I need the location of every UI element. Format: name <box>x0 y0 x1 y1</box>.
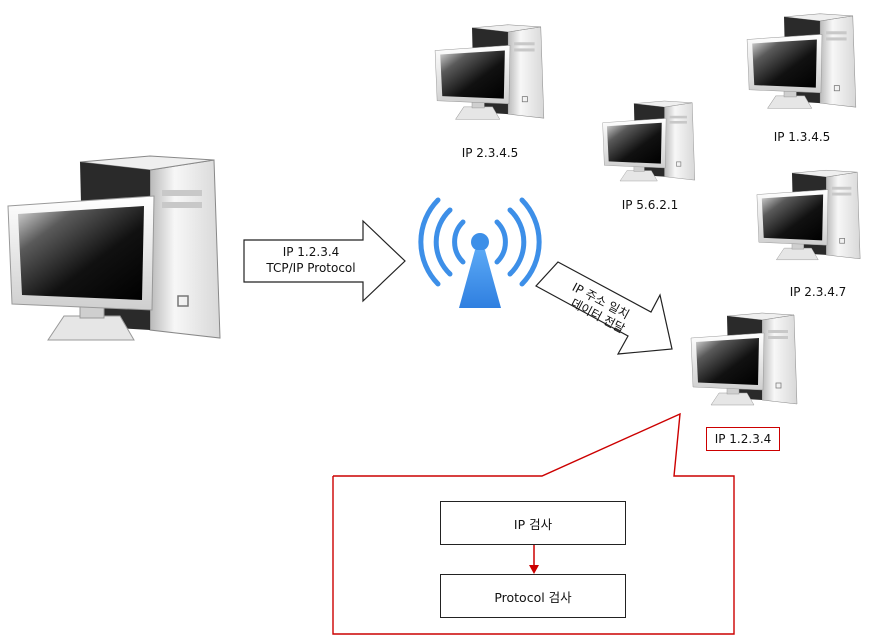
computer-2347-label: IP 2.3.4.7 <box>789 285 847 299</box>
computer-5621-icon <box>600 92 700 190</box>
send-arrow-protocol-label: TCP/IP Protocol <box>266 261 356 275</box>
send-arrow <box>243 219 406 303</box>
computer-2347-icon <box>754 160 866 270</box>
computer-1345-icon <box>744 5 862 117</box>
computer-1234-icon <box>688 303 803 415</box>
sender-computer-icon <box>2 148 232 348</box>
computer-5621-label: IP 5.6.2.1 <box>621 198 679 212</box>
forward-arrow <box>535 261 673 355</box>
check-flow-arrow <box>529 545 539 574</box>
wireless-antenna-icon <box>418 197 542 308</box>
computer-2345-icon <box>432 12 550 132</box>
protocol-check-box: Protocol 검사 <box>440 574 626 618</box>
computer-2345-label: IP 2.3.4.5 <box>461 146 519 160</box>
ip-check-box: IP 검사 <box>440 501 626 545</box>
send-arrow-ip-label: IP 1.2.3.4 <box>282 245 340 259</box>
computer-1345-label: IP 1.3.4.5 <box>773 130 831 144</box>
target-ip-badge: IP 1.2.3.4 <box>706 427 780 451</box>
